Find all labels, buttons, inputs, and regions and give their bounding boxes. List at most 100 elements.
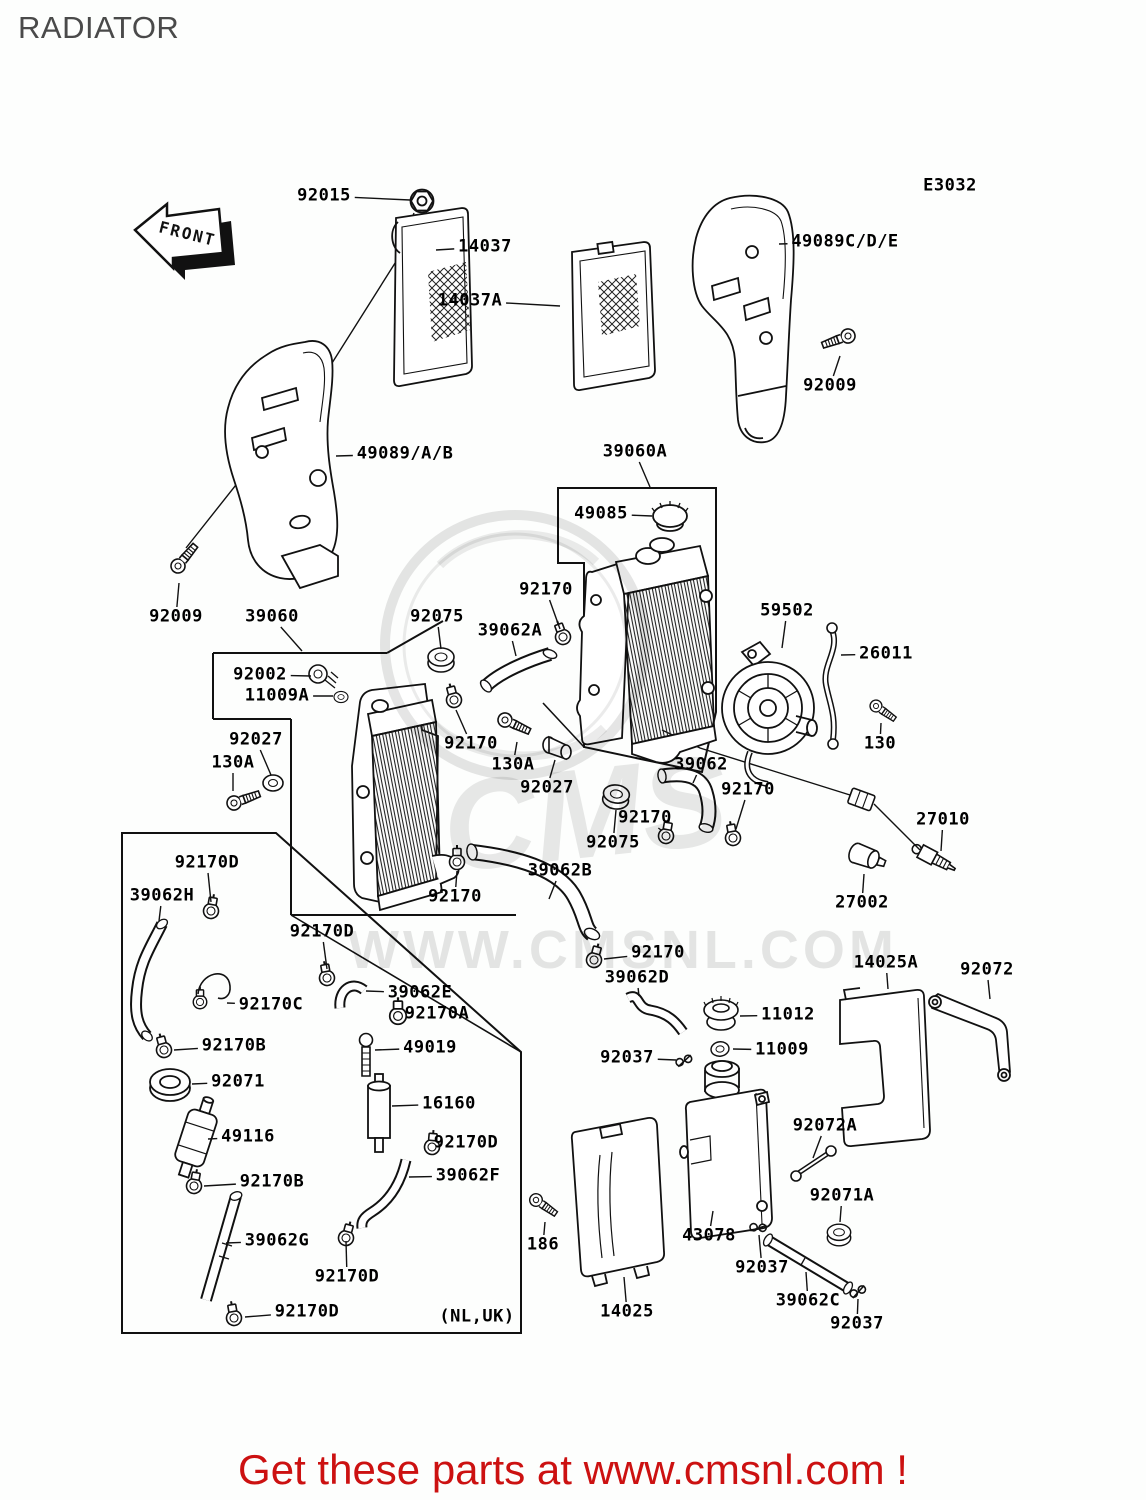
hose-39062d <box>625 991 688 1036</box>
part-label-16160: 16160 <box>422 1093 476 1114</box>
part-label-92027: 92027 <box>229 729 283 750</box>
part-label-39062G: 39062G <box>244 1230 310 1251</box>
part-label-59502: 59502 <box>760 600 814 621</box>
mesh-patch <box>598 274 640 336</box>
sensor-27010 <box>911 843 957 872</box>
part-label-39062H: 39062H <box>129 885 195 906</box>
cover-14025 <box>570 1116 666 1288</box>
nut-92015 <box>409 188 435 214</box>
front-arrow: FRONT <box>133 201 235 280</box>
part-label-NLUK: (NL,UK) <box>439 1306 515 1327</box>
part-label-26011: 26011 <box>859 643 913 664</box>
watermark-logo-text: CMS <box>436 728 734 900</box>
part-label-92009: 92009 <box>149 606 203 627</box>
water-pump-59502 <box>721 640 818 787</box>
radiator-screen-14037a <box>571 240 656 392</box>
grommet-11009 <box>709 1039 731 1059</box>
part-label-92170D: 92170D <box>274 1301 340 1322</box>
box-39060a <box>557 487 717 774</box>
part-label-92002: 92002 <box>233 664 287 685</box>
pipe-16160 <box>367 1073 391 1153</box>
part-label-39062E: 39062E <box>387 982 453 1003</box>
part-label-92170B: 92170B <box>239 1171 305 1192</box>
filter-49116 <box>174 1096 218 1179</box>
part-label-92170: 92170 <box>428 886 482 907</box>
clamp-92170d <box>335 1218 359 1249</box>
clamp-92170 <box>441 680 465 711</box>
part-label-92072: 92072 <box>960 959 1014 980</box>
part-label-14025A: 14025A <box>853 952 919 973</box>
part-label-92170D: 92170D <box>174 852 240 873</box>
bolt-92009-left <box>167 540 202 577</box>
part-label-11012: 11012 <box>761 1004 815 1025</box>
watermark-url-text: WWW.CMSNL.COM <box>348 920 898 980</box>
cover-49089ab <box>224 340 339 590</box>
bolt-130a-mid <box>494 709 534 739</box>
grommet-11009a <box>333 690 349 704</box>
part-label-39062B: 39062B <box>527 860 593 881</box>
part-label-E3032: E3032 <box>923 175 977 196</box>
connector <box>847 787 876 812</box>
part-label-92015: 92015 <box>297 185 351 206</box>
box-39060 <box>212 620 516 916</box>
radiator-39060a <box>576 544 717 764</box>
part-label-49116: 49116 <box>221 1126 275 1147</box>
part-label-11009A: 11009A <box>244 685 310 706</box>
part-label-92170D: 92170D <box>314 1266 380 1287</box>
part-label-186: 186 <box>526 1234 560 1255</box>
rod-92072a <box>790 1145 837 1182</box>
part-label-92170: 92170 <box>444 733 498 754</box>
part-label-92170B: 92170B <box>201 1035 267 1056</box>
collar-92027-mid <box>542 735 572 761</box>
cover-49089cde <box>691 194 795 444</box>
part-label-92170: 92170 <box>631 942 685 963</box>
page-title: RADIATOR <box>18 10 180 45</box>
guard-14025a <box>839 987 931 1148</box>
bracket-92072 <box>928 992 1011 1082</box>
part-label-92170: 92170 <box>618 807 672 828</box>
tube-39062g <box>200 1191 243 1302</box>
clamp-92170d <box>222 1298 244 1328</box>
tank-43078 <box>679 1060 773 1240</box>
part-label-11009: 11009 <box>755 1039 809 1060</box>
part-label-39062D: 39062D <box>604 967 670 988</box>
part-label-39062C: 39062C <box>775 1290 841 1311</box>
radiator-39060 <box>351 683 460 912</box>
part-label-39062A: 39062A <box>477 620 543 641</box>
hose-39062e <box>334 980 368 1009</box>
part-label-92037: 92037 <box>735 1257 789 1278</box>
grommet-92071 <box>149 1068 191 1102</box>
radiator-screen-14037 <box>391 207 473 388</box>
clamp-92170 <box>549 617 574 648</box>
hose-39062 <box>657 767 717 833</box>
fitting-27002 <box>848 842 887 869</box>
part-label-92037: 92037 <box>830 1313 884 1334</box>
part-label-130A: 130A <box>211 752 255 773</box>
hose-39062a <box>479 647 558 693</box>
collar-92027-left <box>262 774 284 792</box>
part-label-92037: 92037 <box>600 1047 654 1068</box>
box-nl-uk <box>121 832 522 1334</box>
part-label-92170D: 92170D <box>289 921 355 942</box>
pipe-26011 <box>822 622 839 750</box>
part-label-92075: 92075 <box>586 832 640 853</box>
valve-49019 <box>358 1032 374 1077</box>
bolt-186 <box>526 1190 561 1220</box>
part-label-27010: 27010 <box>916 809 970 830</box>
part-label-92170: 92170 <box>721 779 775 800</box>
part-label-92027: 92027 <box>520 777 574 798</box>
part-label-39062F: 39062F <box>435 1165 501 1186</box>
part-label-92071: 92071 <box>211 1071 265 1092</box>
part-label-49019: 49019 <box>403 1037 457 1058</box>
part-label-14037A: 14037A <box>437 290 503 311</box>
hose-39062b <box>466 843 601 941</box>
part-label-49085: 49085 <box>574 503 628 524</box>
part-label-39060A: 39060A <box>602 441 668 462</box>
plug-92002 <box>308 664 339 689</box>
part-label-130: 130 <box>863 733 897 754</box>
box-links <box>290 702 585 1053</box>
part-label-92071A: 92071A <box>809 1185 875 1206</box>
part-label-27002: 27002 <box>835 892 889 913</box>
